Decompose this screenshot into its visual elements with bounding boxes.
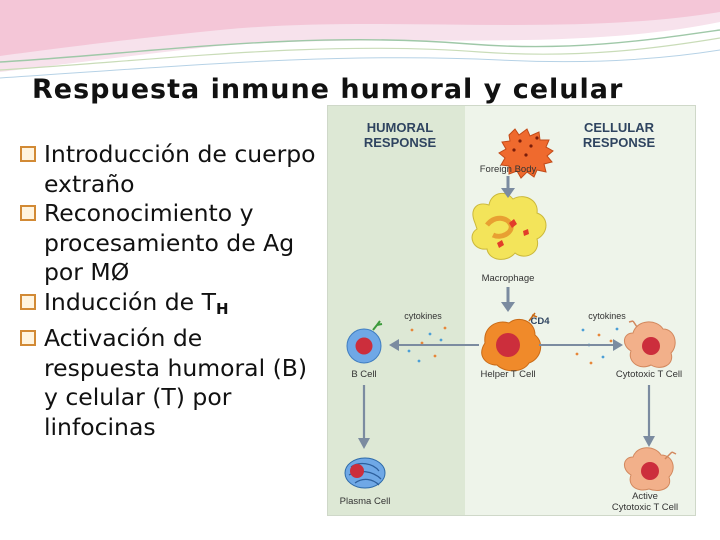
helper-t-cell-label: Helper T Cell — [480, 369, 535, 380]
bullet-text: Reconocimiento y procesamiento de Ag por… — [44, 199, 295, 286]
arrow-head — [643, 436, 655, 447]
cytokine-dots-left — [407, 326, 447, 363]
slide-title: Respuesta inmune humoral y celular — [32, 74, 624, 105]
cytokines-label-left: cytokines — [404, 311, 442, 321]
humoral-panel — [327, 105, 465, 516]
immune-response-diagram: HUMORAL RESPONSE CELLULAR RESPONSE Forei… — [327, 105, 696, 516]
active-cytotoxic-t-cell-icon — [624, 447, 677, 491]
bullet-box-icon — [20, 293, 36, 310]
humoral-heading: HUMORAL — [367, 120, 433, 135]
diagram-border — [327, 105, 696, 516]
bullet-text: Inducción de T — [44, 287, 216, 316]
cellular-heading-line2: RESPONSE — [583, 135, 656, 150]
bullet-item: Inducción de TH — [20, 288, 320, 325]
arrow-head — [501, 302, 515, 312]
arrows — [358, 176, 655, 449]
plasma-cell-label: Plasma Cell — [340, 496, 391, 507]
bullet-item: Reconocimiento y procesamiento de Ag por… — [20, 199, 320, 288]
arrow-head — [613, 339, 623, 351]
macrophage-label: Macrophage — [482, 273, 535, 284]
macrophage-icon — [471, 192, 547, 260]
plasma-cell-icon — [344, 457, 386, 489]
b-cell-icon — [346, 320, 383, 364]
foreign-body-label: Foreign Body — [480, 164, 537, 175]
arrow-head — [501, 188, 515, 198]
bullet-item: Introducción de cuerpo extraño — [20, 140, 320, 199]
b-cell-label: B Cell — [351, 369, 376, 380]
cytotoxic-t-cell-icon — [624, 320, 676, 368]
active-cytotoxic-label-line2: Cytotoxic T Cell — [612, 502, 678, 513]
foreign-body-icon — [498, 128, 554, 179]
cd4-label: CD4 — [530, 316, 550, 327]
cellular-panel — [465, 105, 696, 516]
bullet-box-icon — [20, 205, 36, 221]
bullet-subscript: H — [215, 299, 229, 318]
header-decoration — [0, 0, 720, 79]
cellular-heading: CELLULAR — [584, 120, 655, 135]
bullet-text: Introducción de cuerpo extraño — [44, 140, 316, 198]
bullet-box-icon — [20, 146, 36, 162]
bullet-text: Activación de respuesta humoral (B) y ce… — [44, 324, 308, 441]
arrow-head — [389, 339, 399, 351]
bullet-box-icon — [20, 330, 36, 346]
bullet-item: Activación de respuesta humoral (B) y ce… — [20, 324, 320, 442]
cytotoxic-t-cell-label: Cytotoxic T Cell — [616, 369, 682, 380]
humoral-heading-line2: RESPONSE — [364, 135, 437, 150]
helper-t-cell-icon — [481, 312, 542, 372]
bullet-list: Introducción de cuerpo extraño Reconocim… — [20, 140, 320, 442]
cytokines-label-right: cytokines — [588, 311, 626, 321]
active-cytotoxic-label: Active — [632, 491, 658, 502]
arrow-head — [358, 438, 370, 449]
